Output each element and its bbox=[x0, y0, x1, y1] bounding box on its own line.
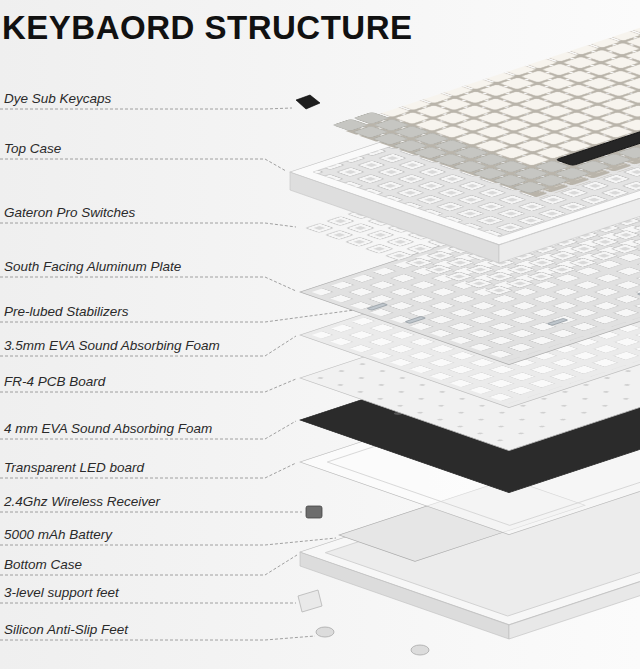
title: KEYBAORD STRUCTURE bbox=[2, 8, 413, 48]
leader-line bbox=[0, 108, 292, 109]
stabilizer bbox=[405, 316, 426, 323]
stabilizer bbox=[637, 289, 640, 296]
anti-slip-foot bbox=[316, 627, 334, 637]
loose-keycap bbox=[296, 95, 320, 109]
part-label: 3-level support feet bbox=[4, 584, 119, 602]
part-label: Transparent LED board bbox=[4, 459, 144, 477]
part-label: Bottom Case bbox=[4, 556, 82, 574]
keycap-grey bbox=[330, 111, 532, 180]
part-label: Silicon Anti-Slip Feet bbox=[4, 621, 128, 639]
part-label: 5000 mAh Battery bbox=[4, 526, 112, 544]
part-label: Dye Sub Keycaps bbox=[4, 90, 111, 108]
wireless-receiver bbox=[306, 506, 322, 518]
leader-line bbox=[0, 555, 297, 575]
part-label: South Facing Aluminum Plate bbox=[4, 258, 181, 276]
part-label: Top Case bbox=[4, 140, 61, 158]
keycap-grey bbox=[490, 42, 640, 194]
spacebar bbox=[556, 119, 640, 166]
leader-line bbox=[0, 512, 302, 513]
stabilizer bbox=[367, 303, 388, 310]
stabilizer bbox=[547, 318, 568, 325]
leader-line bbox=[0, 603, 296, 604]
part-label: FR-4 PCB Board bbox=[4, 373, 105, 391]
leader-line bbox=[0, 421, 296, 439]
leader-line bbox=[0, 159, 286, 171]
part-label: 2.4Ghz Wireless Receiver bbox=[4, 493, 160, 511]
support-foot bbox=[298, 590, 322, 612]
leader-line bbox=[0, 223, 296, 227]
leader-line bbox=[0, 336, 296, 356]
part-label: Gateron Pro Switches bbox=[4, 204, 135, 222]
part-label: 3.5mm EVA Sound Absorbing Foam bbox=[4, 337, 220, 355]
leader-line bbox=[0, 277, 296, 291]
part-label: 4 mm EVA Sound Absorbing Foam bbox=[4, 420, 212, 438]
anti-slip-foot bbox=[411, 645, 429, 655]
part-label: Pre-lubed Stabilizers bbox=[4, 303, 129, 321]
